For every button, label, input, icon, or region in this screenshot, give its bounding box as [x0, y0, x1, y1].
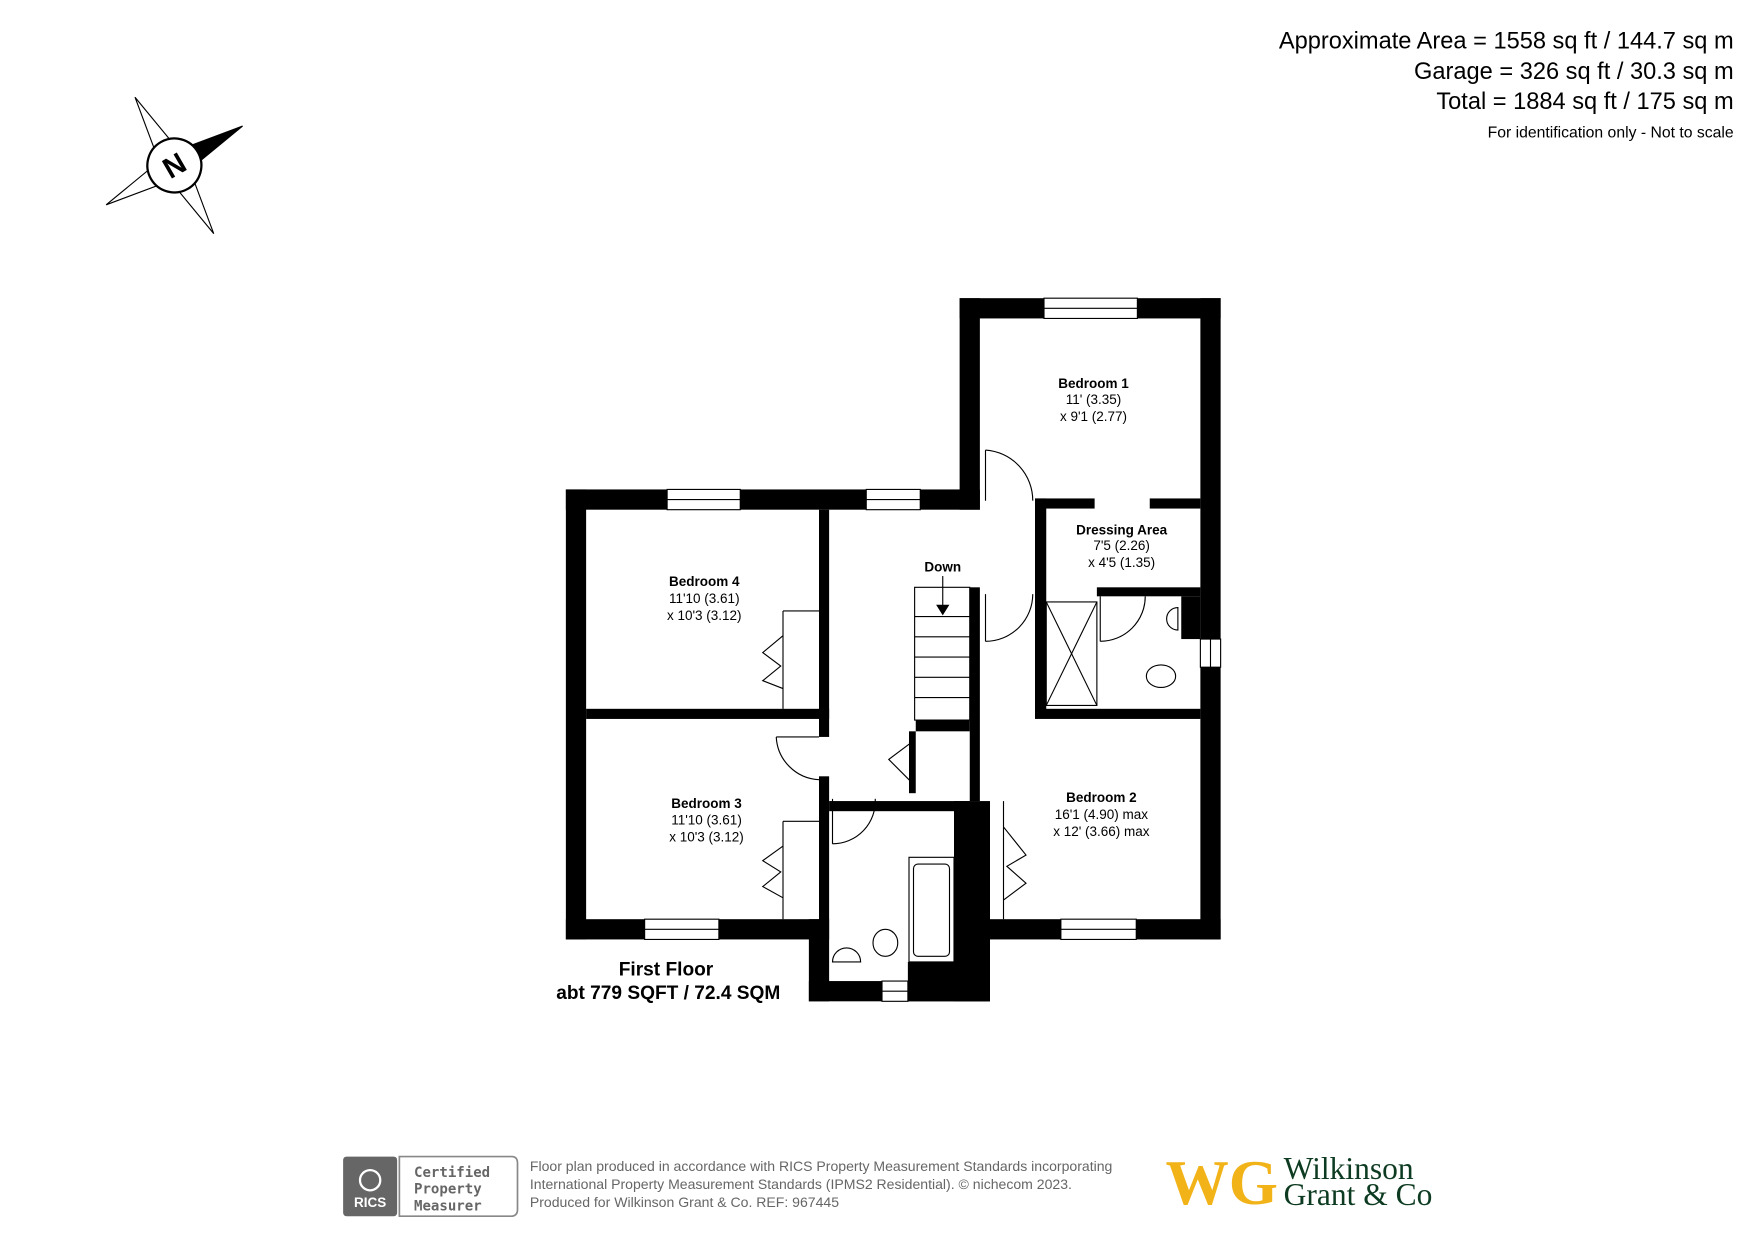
- walls: [565, 298, 1221, 1002]
- room-name: Dressing Area: [1076, 522, 1168, 537]
- shower-icon: [1045, 601, 1098, 706]
- room-dressing-area: Dressing Area 7'5 (2.26) x 4'5 (1.35): [1076, 522, 1168, 570]
- room-bedroom-2: Bedroom 2 16'1 (4.90) max x 12' (3.66) m…: [1053, 790, 1150, 839]
- svg-text:Grant & Co: Grant & Co: [1284, 1177, 1433, 1212]
- total-area-text: Total = 1884 sq ft / 175 sq m: [1436, 89, 1733, 115]
- floor-name: First Floor: [619, 959, 714, 980]
- room-dim: x 12' (3.66) max: [1053, 824, 1150, 839]
- sink-icon: [831, 606, 1179, 963]
- wilkinson-grant-logo: WG Wilkinson Grant & Co: [1166, 1148, 1433, 1218]
- room-dim: x 9'1 (2.77): [1060, 409, 1127, 424]
- floor-area: abt 779 SQFT / 72.4 SQM: [556, 983, 780, 1004]
- footer-line-2: International Property Measurement Stand…: [530, 1176, 1072, 1192]
- doors: [761, 449, 1146, 920]
- room-dim: 11'10 (3.61): [669, 591, 740, 606]
- room-name: Bedroom 4: [669, 574, 740, 589]
- svg-text:Measurer: Measurer: [414, 1199, 482, 1215]
- room-dim: x 10'3 (3.12): [669, 830, 744, 845]
- footer-line-3: Produced for Wilkinson Grant & Co. REF: …: [530, 1194, 839, 1210]
- compass-north-icon: N: [105, 96, 243, 234]
- room-name: Bedroom 2: [1066, 790, 1137, 805]
- room-dim: x 10'3 (3.12): [667, 608, 742, 623]
- windows: [644, 297, 1222, 1002]
- stairs-down-label: Down: [924, 560, 961, 575]
- room-dim: x 4'5 (1.35): [1088, 555, 1155, 570]
- toilet-icon: [872, 664, 1177, 957]
- room-dim: 11'10 (3.61): [671, 813, 742, 828]
- svg-text:Wilkinson: Wilkinson: [1284, 1151, 1414, 1186]
- room-bedroom-4: Bedroom 4 11'10 (3.61) x 10'3 (3.12): [667, 574, 742, 623]
- stairs: [914, 576, 971, 721]
- rics-certified-badge: RICS Certified Property Measurer: [343, 1155, 519, 1218]
- approx-area-text: Approximate Area = 1558 sq ft / 144.7 sq…: [1279, 28, 1734, 54]
- not-to-scale-note: For identification only - Not to scale: [1488, 124, 1734, 141]
- room-name: Bedroom 1: [1058, 376, 1129, 391]
- footer-line-1: Floor plan produced in accordance with R…: [530, 1158, 1112, 1174]
- bath-icon: [908, 856, 955, 963]
- svg-text:WG: WG: [1166, 1148, 1279, 1218]
- svg-text:RICS: RICS: [354, 1195, 386, 1210]
- room-name: Bedroom 3: [671, 796, 742, 811]
- garage-area-text: Garage = 326 sq ft / 30.3 sq m: [1414, 59, 1734, 85]
- room-dim: 11' (3.35): [1066, 392, 1122, 407]
- room-dim: 16'1 (4.90) max: [1055, 807, 1149, 822]
- room-bedroom-3: Bedroom 3 11'10 (3.61) x 10'3 (3.12): [669, 796, 744, 845]
- svg-text:Certified: Certified: [414, 1165, 490, 1181]
- room-dim: 7'5 (2.26): [1093, 538, 1150, 553]
- room-bedroom-1: Bedroom 1 11' (3.35) x 9'1 (2.77): [1058, 376, 1129, 424]
- svg-text:Property: Property: [414, 1182, 482, 1198]
